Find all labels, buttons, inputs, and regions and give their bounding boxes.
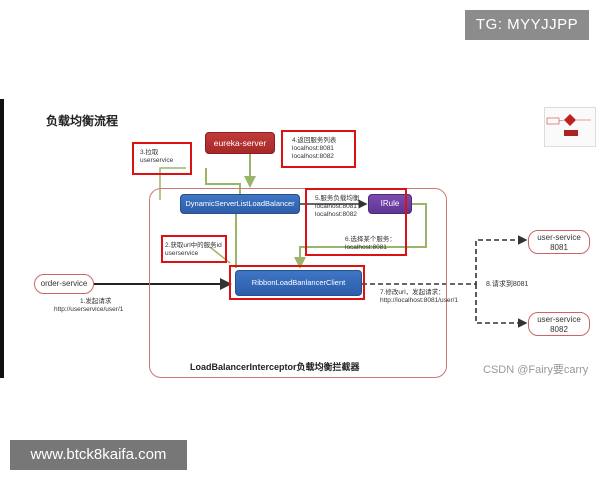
user1-name: user-service xyxy=(537,233,581,242)
highlight-step2 xyxy=(161,235,227,263)
edge-to-user1 xyxy=(362,235,528,285)
mini-flow-thumbnail xyxy=(544,107,596,147)
note-step5: 5.服务负载均衡 localhost:8081 localhost:8082 xyxy=(315,195,359,219)
user-service-8081-node[interactable]: user-service 8081 xyxy=(528,230,590,254)
order-service-node[interactable]: order-service xyxy=(34,274,94,294)
note-step7-line1: 7.修改url，发起请求： xyxy=(380,289,445,296)
ribbon-client-node[interactable]: RibbonLoadBanlancerClient xyxy=(235,270,362,296)
note-step4: 4.返回服务列表 localhost:8081 localhost:8082 xyxy=(292,137,336,161)
interceptor-title: LoadBalancerInterceptor负载均衡拦截器 xyxy=(190,362,360,372)
interceptor-container xyxy=(149,188,447,378)
note-step4-line3: localhost:8082 xyxy=(292,153,334,160)
highlight-ribbon xyxy=(229,265,365,300)
highlight-step3 xyxy=(132,142,192,175)
highlight-step5-6 xyxy=(305,188,407,256)
note-step8: 8.请求到8081 xyxy=(486,281,529,288)
user2-name: user-service xyxy=(537,315,581,324)
user1-port: 8081 xyxy=(550,243,568,252)
note-step4-line2: localhost:8081 xyxy=(292,145,334,152)
slide-title: 负载均衡流程 xyxy=(46,114,119,128)
note-step4-line1: 4.返回服务列表 xyxy=(292,137,337,144)
note-step3: 3.拉取 userservice xyxy=(140,149,173,165)
user-service-8082-node[interactable]: user-service 8082 xyxy=(528,312,590,336)
note-step6-line2: localhost:8081 xyxy=(345,244,387,251)
note-step5-line1: 5.服务负载均衡 xyxy=(315,195,360,202)
note-step5-line2: localhost:8081 xyxy=(315,203,357,210)
note-step6: 6.选择某个服务： localhost:8081 xyxy=(345,236,396,252)
note-step1: 1.发起请求 http://userservice/user/1 xyxy=(54,298,123,314)
note-step1-line1: 1.发起请求 xyxy=(80,298,112,305)
note-step2-line1: 2.获取url中的服务id xyxy=(165,242,222,249)
note-step1-line2: http://userservice/user/1 xyxy=(54,306,124,313)
note-step3-line1: 3.拉取 xyxy=(140,149,159,156)
note-step6-line1: 6.选择某个服务： xyxy=(345,236,396,243)
note-step5-line3: localhost:8082 xyxy=(315,211,357,218)
note-step2: 2.获取url中的服务id userservice xyxy=(165,242,222,258)
mini-flow-graphic xyxy=(546,114,591,136)
user2-port: 8082 xyxy=(550,325,568,334)
edge-to-user2 xyxy=(475,284,528,328)
tg-watermark: TG: MYYJJPP xyxy=(465,10,589,40)
note-step2-line2: userservice xyxy=(165,250,199,257)
dynamic-loadbalancer-node[interactable]: DynamicServerListLoadBalancer xyxy=(180,194,300,214)
irule-node[interactable]: IRule xyxy=(368,194,412,214)
note-step3-line2: userservice xyxy=(140,157,174,164)
note-step7: 7.修改url，发起请求： http://localhost:8081/user… xyxy=(380,289,458,305)
edge-dynamic-eureka xyxy=(205,168,241,195)
csdn-watermark: CSDN @Fairy要carry xyxy=(483,364,589,376)
eureka-server-node[interactable]: eureka-server xyxy=(205,132,275,154)
edge-irule-ribbon xyxy=(294,203,427,269)
site-watermark: www.btck8kaifa.com xyxy=(10,440,187,470)
note-step7-line2: http://localhost:8081/user/1 xyxy=(380,297,459,304)
slide-left-bar xyxy=(0,99,4,378)
highlight-step4 xyxy=(281,130,356,168)
